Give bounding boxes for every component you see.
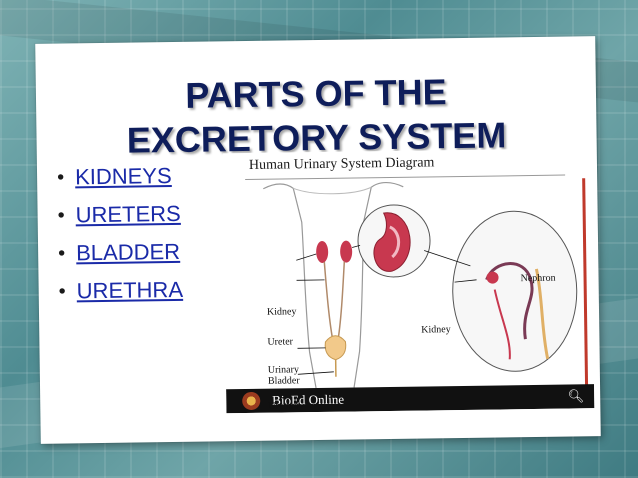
pointer-to-zoom [352,245,361,248]
label-urinary: Urinary [267,364,299,376]
slide-title-line-1: PARTS OF THE [185,71,447,116]
slide-card: PARTS OF THE EXCRETORY SYSTEM •KIDNEYS •… [35,36,601,444]
bullet-item: • BLADDER [58,238,183,268]
nephron-tubule [485,262,534,340]
label-urethra: Urethra [268,400,299,412]
body-outline-left [263,183,317,389]
link-urethra[interactable]: URETHRA [76,276,184,304]
urinary-system-diagram: Human Urinary System Diagram [222,148,595,414]
bullet-dot: • [56,166,65,189]
bullet-item: • URETHRA [59,276,184,306]
body-outline-shoulders [293,186,372,195]
glomerulus [486,271,499,284]
pointer-kidney [296,253,317,261]
link-kidneys[interactable]: KIDNEYS [74,163,172,190]
left-ureter [323,261,335,344]
bullet-item: • KIDNEYS [57,162,182,192]
label-bladder: Bladder [267,375,300,387]
right-kidney [340,240,353,263]
pointer-urethra [297,371,334,375]
bioed-logo-icon [242,391,261,411]
label-ureter: Ureter [267,336,294,348]
nephron-vessel [493,289,511,360]
bullet-item: • URETERS [57,200,182,230]
bullet-dot: • [57,204,65,227]
collecting-duct [534,268,550,360]
link-ureters[interactable]: URETERS [75,200,181,228]
pointer-nephron-top [454,279,477,283]
label-nephron: Nephron [520,272,556,285]
pointer-to-nephron [424,250,471,267]
nephron-zoom-circle [452,210,578,372]
bullet-dot: • [58,242,66,265]
label-urinary-bladder: Urinary Bladder [268,364,300,386]
link-bladder[interactable]: BLADDER [75,238,181,266]
right-ureter [336,261,346,344]
bullet-dot: • [58,280,66,303]
bladder [324,335,347,361]
label-kidney-zoom: Kidney [421,324,451,336]
left-kidney [316,240,329,263]
diagram-illustration [263,181,578,389]
magnifier-icon[interactable]: 🔍︎ [567,388,585,404]
kidney-cross-section [373,212,411,272]
label-kidney: Kidney [266,306,297,318]
kidney-medulla [389,225,401,259]
bullet-list: • KIDNEYS • URETERS • BLADDER • URETHRA [57,162,183,316]
